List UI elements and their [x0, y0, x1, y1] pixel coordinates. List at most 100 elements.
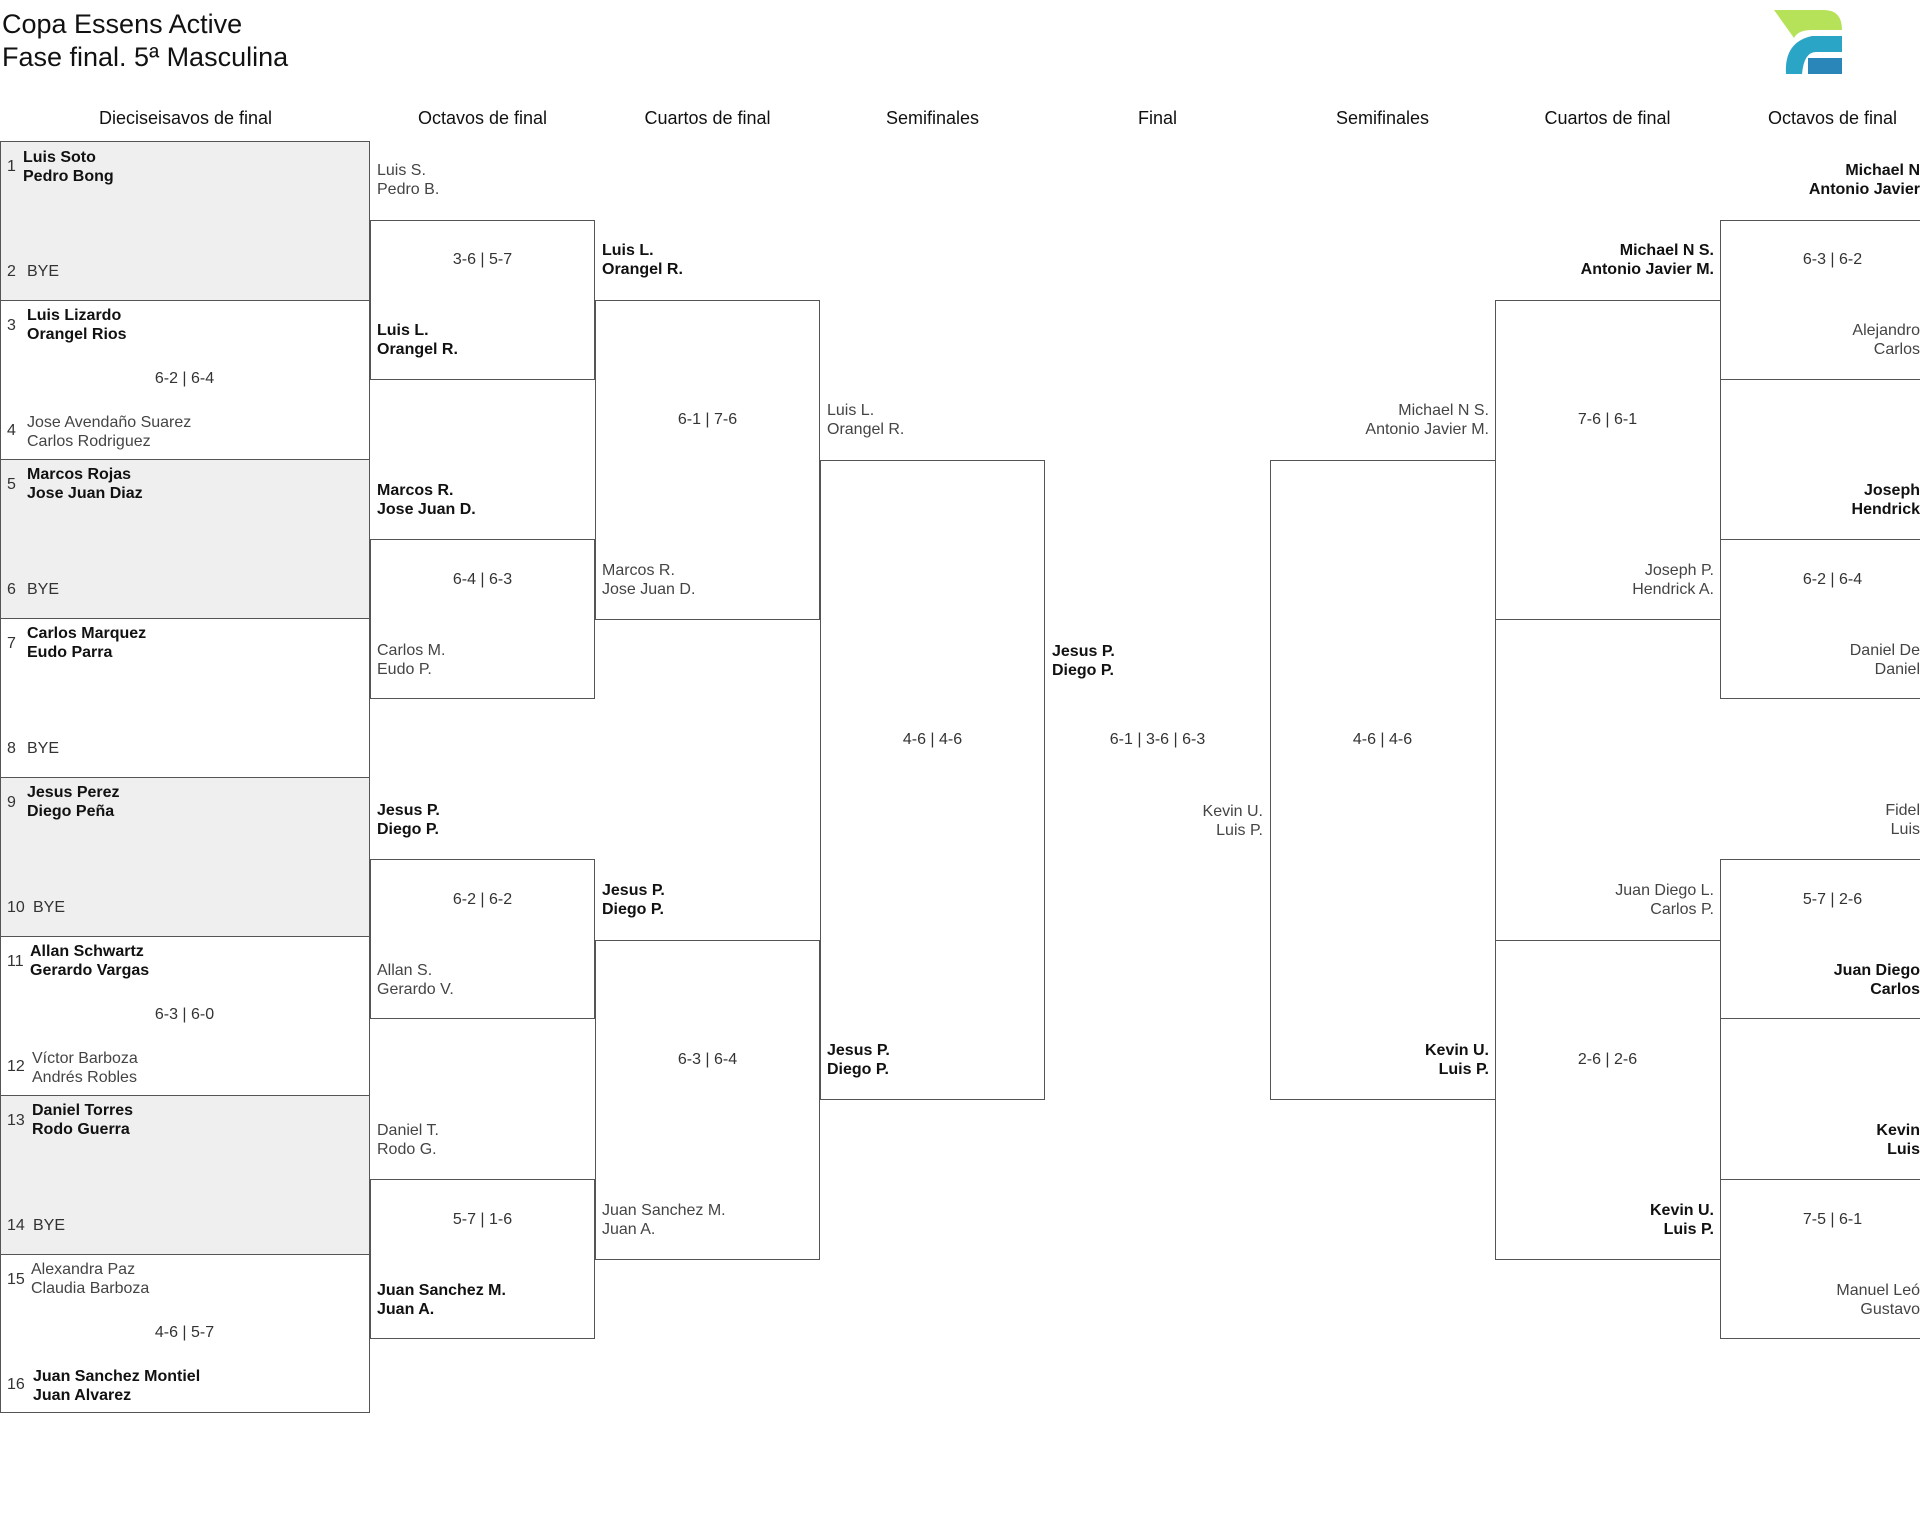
seed-number: 15	[7, 1271, 25, 1288]
match-score: 6-3 | 6-4	[677, 1051, 738, 1068]
round-header-qf: Cuartos de final	[644, 108, 771, 128]
round-header-final: Final	[1137, 108, 1177, 128]
match-box[interactable]	[0, 459, 370, 619]
round-header-r32: Dieciseisavos de final	[98, 108, 273, 128]
seed-number: 16	[7, 1376, 25, 1393]
match-score: 2-6 | 2-6	[1577, 1051, 1638, 1068]
seed-number: 5	[7, 476, 16, 493]
match-score: 7-6 | 6-1	[1577, 411, 1638, 428]
team-entry: Kevin U.Luis P.	[1424, 1042, 1489, 1078]
match-box[interactable]	[1720, 539, 1920, 699]
finalist-top: Jesus P.Diego P.	[1052, 643, 1115, 679]
match-box[interactable]	[595, 300, 820, 620]
match-score: 6-3 | 6-0	[154, 1006, 215, 1023]
seed-number: 10	[7, 899, 25, 916]
seed-number: 2	[7, 263, 16, 280]
team-entry: Michael N S.Antonio Javier M.	[1580, 242, 1714, 278]
match-box[interactable]	[370, 1179, 595, 1339]
team-entry: Allan S.Gerardo V.	[377, 962, 454, 998]
tournament-subtitle: Fase final. 5ª Masculina	[2, 42, 289, 72]
match-box[interactable]	[1720, 220, 1920, 380]
bye-label: BYE	[27, 263, 60, 280]
round-header-sf: Semifinales	[885, 108, 980, 128]
match-score: 5-7 | 2-6	[1802, 891, 1863, 908]
team-entry: Luis L.Orangel R.	[827, 402, 905, 438]
match-score: 6-2 | 6-2	[452, 891, 513, 908]
team-entry: Kevin U.Luis P.	[1649, 1202, 1714, 1238]
match-box[interactable]	[370, 220, 595, 380]
seed-number: 1	[7, 158, 16, 175]
team-entry: Michael N S.Antonio Javier M.	[1365, 402, 1489, 438]
match-score: 6-1 | 7-6	[677, 411, 738, 428]
team-entry: Marcos R.Jose Juan D.	[602, 562, 696, 598]
match-score: 5-7 | 1-6	[452, 1211, 513, 1228]
match-score: 6-4 | 6-3	[452, 571, 513, 588]
team-entry: Jesus P.Diego P.	[827, 1042, 890, 1078]
match-box[interactable]	[0, 777, 370, 937]
match-box[interactable]	[0, 1095, 370, 1255]
seed-number: 13	[7, 1112, 25, 1129]
team-entry: Luis S.Pedro B.	[377, 162, 440, 198]
match-box[interactable]	[820, 460, 1045, 1100]
team-entry: Carlos M.Eudo P.	[377, 642, 446, 678]
team-entry: Juan Diego L.Carlos P.	[1615, 882, 1714, 918]
seed-number: 7	[7, 635, 16, 652]
round-header-sf-right: Semifinales	[1335, 108, 1430, 128]
match-box[interactable]	[370, 539, 595, 699]
team-entry: Luis L.Orangel R.	[602, 242, 683, 278]
team-entry: Juan Sanchez M.Juan A.	[377, 1282, 506, 1318]
bye-label: BYE	[27, 581, 60, 598]
seed-number: 9	[7, 794, 16, 811]
seed-number: 12	[7, 1058, 25, 1075]
match-score: 7-5 | 6-1	[1802, 1211, 1863, 1228]
match-box[interactable]	[1720, 859, 1920, 1019]
match-box[interactable]	[0, 141, 370, 301]
match-score: 4-6 | 5-7	[154, 1324, 215, 1341]
match-score: 3-6 | 5-7	[452, 251, 513, 268]
match-score: 6-2 | 6-4	[154, 370, 215, 387]
seed-number: 14	[7, 1217, 25, 1234]
match-box[interactable]	[595, 940, 820, 1260]
match-box[interactable]	[1495, 940, 1721, 1260]
match-score: 4-6 | 4-6	[1352, 731, 1413, 748]
team-entry: Joseph P.Hendrick A.	[1632, 562, 1714, 598]
match-box[interactable]	[0, 1254, 370, 1413]
round-header-r16: Octavos de final	[417, 108, 548, 128]
team-entry: Juan Sanchez M.Juan A.	[602, 1202, 726, 1238]
seed-number: 6	[7, 581, 16, 598]
match-score: 6-2 | 6-4	[1802, 571, 1863, 588]
match-box[interactable]	[1270, 460, 1496, 1100]
match-score: 6-3 | 6-2	[1802, 251, 1863, 268]
match-box[interactable]	[1720, 1179, 1920, 1339]
seed-number: 8	[7, 740, 16, 757]
tournament-title: Copa Essens Active	[2, 9, 243, 39]
match-box[interactable]	[370, 859, 595, 1019]
match-box[interactable]	[1495, 300, 1721, 620]
brand-logo-icon	[1774, 10, 1842, 74]
bye-label: BYE	[27, 740, 60, 757]
team-entry: Jesus P.Diego P.	[377, 802, 440, 838]
team-entry: Marcos R.Jose Juan D.	[377, 482, 476, 518]
round-header-r16-right: Octavos de final	[1767, 108, 1898, 128]
bye-label: BYE	[33, 899, 66, 916]
final-score: 6-1 | 3-6 | 6-3	[1109, 731, 1206, 748]
bye-label: BYE	[33, 1217, 66, 1234]
